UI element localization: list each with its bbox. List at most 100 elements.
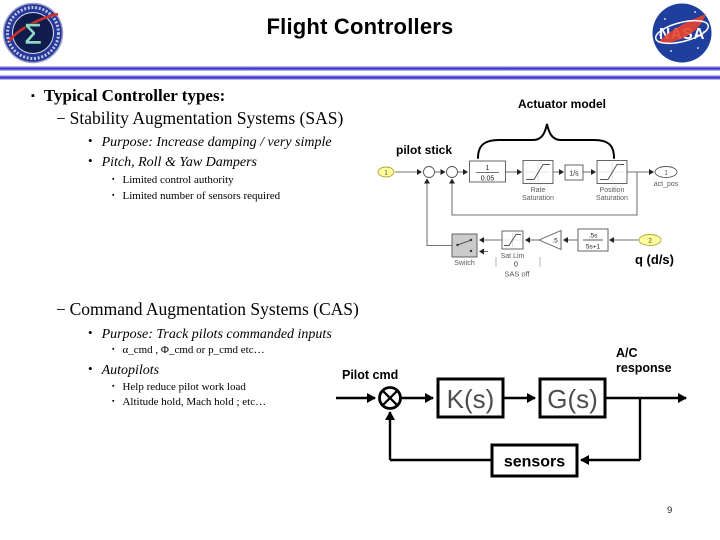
line-text: Typical Controller types: bbox=[43, 86, 226, 105]
line-text: Altitude hold, Mach hold ; etc… bbox=[122, 396, 267, 408]
sensors-block: sensors bbox=[490, 443, 579, 478]
line-text: Command Augmentation Systems (CAS) bbox=[69, 299, 359, 319]
actuator-model-label: Actuator model bbox=[518, 97, 606, 111]
sas-off-annotation: 0 SAS off bbox=[479, 248, 541, 279]
svg-text:SAS off: SAS off bbox=[504, 270, 530, 279]
svg-text:K(s): K(s) bbox=[447, 384, 495, 414]
switch-block: Switch bbox=[451, 233, 478, 267]
svg-text:0.05: 0.05 bbox=[481, 176, 495, 183]
small-square-bullet-icon: ▪ bbox=[112, 397, 115, 405]
svg-text:0: 0 bbox=[514, 262, 518, 269]
sum-junction-2 bbox=[446, 166, 458, 178]
svg-text:2: 2 bbox=[648, 239, 652, 245]
line-text: Purpose: Track pilots commanded inputs bbox=[101, 327, 332, 342]
svg-text:1: 1 bbox=[384, 171, 388, 177]
washout-filter-block: .5s 5s+1 bbox=[577, 228, 609, 252]
saturation-curve-icon bbox=[600, 164, 624, 180]
page-number: 9 bbox=[667, 505, 673, 516]
line-text: α_cmd , Φ_cmd or p_cmd etc… bbox=[122, 344, 265, 356]
line-text: Autopilots bbox=[101, 363, 160, 378]
svg-text:Position: Position bbox=[600, 187, 625, 194]
plant-gs-block: G(s) bbox=[538, 377, 607, 419]
header-divider-top bbox=[0, 66, 720, 71]
position-saturation-block: Position Saturation bbox=[596, 160, 628, 202]
ac-response-label-line2: response bbox=[616, 361, 672, 375]
line-text: Stability Augmentation Systems (SAS) bbox=[69, 108, 344, 128]
line-text: Limited control authority bbox=[122, 174, 234, 186]
nasa-logo: NASA bbox=[652, 3, 712, 63]
svg-text:act_pos: act_pos bbox=[654, 181, 679, 188]
position-feedback-wire bbox=[449, 172, 638, 216]
line-cas-sub2: ▪ Altitude hold, Mach hold ; etc… bbox=[112, 396, 266, 408]
sat-lim-block: Sat Lim bbox=[501, 230, 525, 260]
svg-text:Sat Lim: Sat Lim bbox=[501, 253, 525, 260]
actuator-gain-block: 1 0.05 bbox=[469, 160, 506, 183]
svg-text:Rate: Rate bbox=[531, 187, 546, 194]
inport-1-pilot-stick: 1 bbox=[377, 166, 395, 178]
svg-text:Saturation: Saturation bbox=[522, 195, 554, 202]
line-sas-sub2: ▪Limited number of sensors required bbox=[112, 190, 280, 202]
sum-junction bbox=[378, 386, 402, 410]
line-sas-dampers: • Pitch, Roll & Yaw Dampers bbox=[88, 153, 257, 171]
line-text: Pitch, Roll & Yaw Dampers bbox=[101, 155, 257, 170]
small-square-bullet-icon: ▪ bbox=[112, 382, 115, 390]
line-typical-controller-types: ▪ Typical Controller types: bbox=[31, 86, 225, 106]
svg-text:.5: .5 bbox=[552, 238, 558, 245]
outport-act-pos: 1 act_pos bbox=[654, 166, 679, 188]
saturation-curve-icon bbox=[526, 164, 550, 180]
cas-block-diagram: Pilot cmd K(s) G(s) A/C response sensors bbox=[336, 346, 687, 478]
badge-sigma-glyph: Σ bbox=[24, 18, 42, 51]
controller-ks-block: K(s) bbox=[436, 377, 505, 419]
line-text: Purpose: Increase damping / very simple bbox=[101, 135, 332, 150]
pilot-stick-label: pilot stick bbox=[396, 143, 452, 157]
sas-feedback-wire bbox=[424, 178, 452, 246]
actuator-model-brace bbox=[477, 123, 615, 159]
sas-gain-block: .5 bbox=[537, 229, 562, 251]
rate-saturation-block: Rate Saturation bbox=[522, 160, 554, 202]
dash-bullet-icon: − bbox=[56, 300, 66, 319]
dot-bullet-icon: • bbox=[88, 361, 93, 376]
line-text: Help reduce pilot work load bbox=[122, 381, 246, 393]
sum-junction-1 bbox=[423, 166, 435, 178]
line-sas-sub1: ▪ Limited control authority bbox=[112, 174, 234, 186]
line-cas-purpose: • Purpose: Track pilots commanded inputs bbox=[88, 325, 332, 343]
small-square-bullet-icon: ▪ bbox=[112, 175, 115, 183]
dash-bullet-icon: − bbox=[56, 109, 66, 128]
header-divider-bottom bbox=[0, 75, 720, 80]
svg-text:Saturation: Saturation bbox=[596, 195, 628, 202]
dot-bullet-icon: • bbox=[88, 153, 93, 168]
square-bullet-icon: ▪ bbox=[31, 90, 35, 102]
badge-ring-text bbox=[6, 6, 60, 60]
svg-text:Switch: Switch bbox=[454, 260, 475, 267]
line-cas-autopilots: • Autopilots bbox=[88, 361, 159, 379]
dot-bullet-icon: • bbox=[88, 325, 93, 340]
dot-bullet-icon: • bbox=[88, 133, 93, 148]
inport-2-q: 2 bbox=[638, 234, 662, 246]
switch-lever-icon bbox=[457, 240, 471, 246]
svg-text:sensors: sensors bbox=[504, 454, 565, 471]
small-square-bullet-icon: ▪ bbox=[112, 345, 115, 353]
svg-text:5s+1: 5s+1 bbox=[586, 244, 601, 251]
svg-text:1: 1 bbox=[664, 171, 668, 177]
badge-inner-disc bbox=[12, 12, 54, 54]
line-cas-heading: −Command Augmentation Systems (CAS) bbox=[56, 299, 359, 320]
nesc-badge-logo: Σ bbox=[2, 2, 64, 64]
ac-response-label-line1: A/C bbox=[616, 346, 638, 360]
line-cas-cmds: ▪ α_cmd , Φ_cmd or p_cmd etc… bbox=[112, 344, 265, 356]
svg-text:.5s: .5s bbox=[589, 233, 598, 240]
small-square-bullet-icon: ▪ bbox=[112, 191, 115, 199]
svg-text:G(s): G(s) bbox=[547, 384, 598, 414]
svg-text:1/s: 1/s bbox=[569, 171, 579, 178]
badge-red-swoosh bbox=[7, 12, 59, 42]
slide-title: Flight Controllers bbox=[266, 14, 454, 39]
integrator-block: 1/s bbox=[564, 164, 584, 181]
svg-text:1: 1 bbox=[486, 165, 490, 172]
line-sas-heading: −Stability Augmentation Systems (SAS) bbox=[56, 108, 343, 129]
line-sas-purpose: • Purpose: Increase damping / very simple bbox=[88, 133, 332, 151]
pilot-cmd-label: Pilot cmd bbox=[342, 368, 398, 382]
nasa-orbit-ellipse bbox=[654, 19, 710, 45]
sas-simulink-diagram: Actuator model pilot stick 1 1 0.05 Rate bbox=[377, 97, 679, 279]
line-cas-sub1: ▪ Help reduce pilot work load bbox=[112, 381, 246, 393]
saturation-curve-icon bbox=[504, 234, 521, 246]
